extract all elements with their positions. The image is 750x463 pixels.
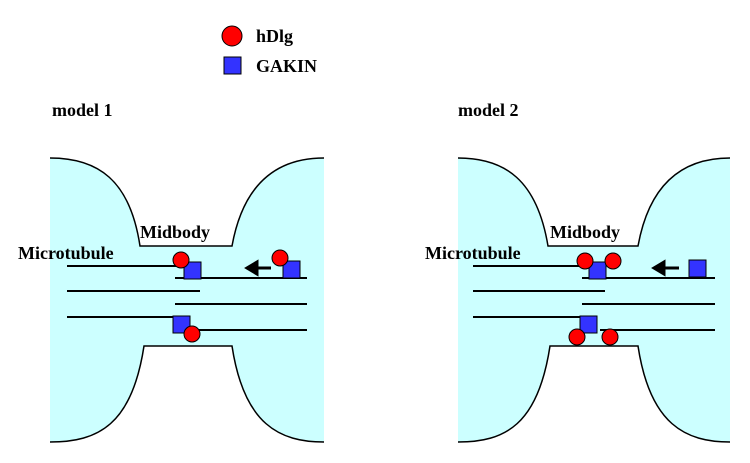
legend-gakin-label: GAKIN <box>256 56 317 76</box>
gakin-marker <box>588 261 607 280</box>
model-2-microtubule-label: Microtubule <box>425 243 521 263</box>
gakin-marker <box>183 261 202 280</box>
model-1-title: model 1 <box>52 100 113 120</box>
model-1-midbody-label: Midbody <box>140 222 210 242</box>
gakin-marker <box>688 259 707 278</box>
model-2-midbody-label: Midbody <box>550 222 620 242</box>
model-1-cell-outline <box>49 157 325 443</box>
legend-hdlg-label: hDlg <box>256 26 293 46</box>
model-2-title: model 2 <box>458 100 519 120</box>
model-1: model 1 Midbody Microtubule <box>18 100 325 443</box>
hdlg-marker <box>183 325 201 343</box>
legend: hDlg GAKIN <box>221 25 317 76</box>
hdlg-marker <box>601 328 619 346</box>
gakin-legend-marker <box>223 56 242 75</box>
model-1-microtubule-label: Microtubule <box>18 243 114 263</box>
model-2-cell-shape <box>458 158 730 442</box>
gakin-marker <box>282 260 301 279</box>
hdlg-marker <box>568 328 586 346</box>
hdlg-legend-marker <box>221 25 243 47</box>
left-arrow-icon <box>651 259 679 277</box>
hdlg-marker <box>271 249 289 267</box>
model-2-cell-outline <box>457 157 731 443</box>
hdlg-marker <box>576 252 594 270</box>
left-arrow-icon <box>244 259 271 277</box>
hdlg-marker <box>172 251 190 269</box>
hdlg-marker <box>604 252 622 270</box>
gakin-marker <box>579 315 598 334</box>
model-2: model 2 Midbody Microtubule <box>425 100 731 443</box>
model-1-cell-shape <box>50 158 324 442</box>
